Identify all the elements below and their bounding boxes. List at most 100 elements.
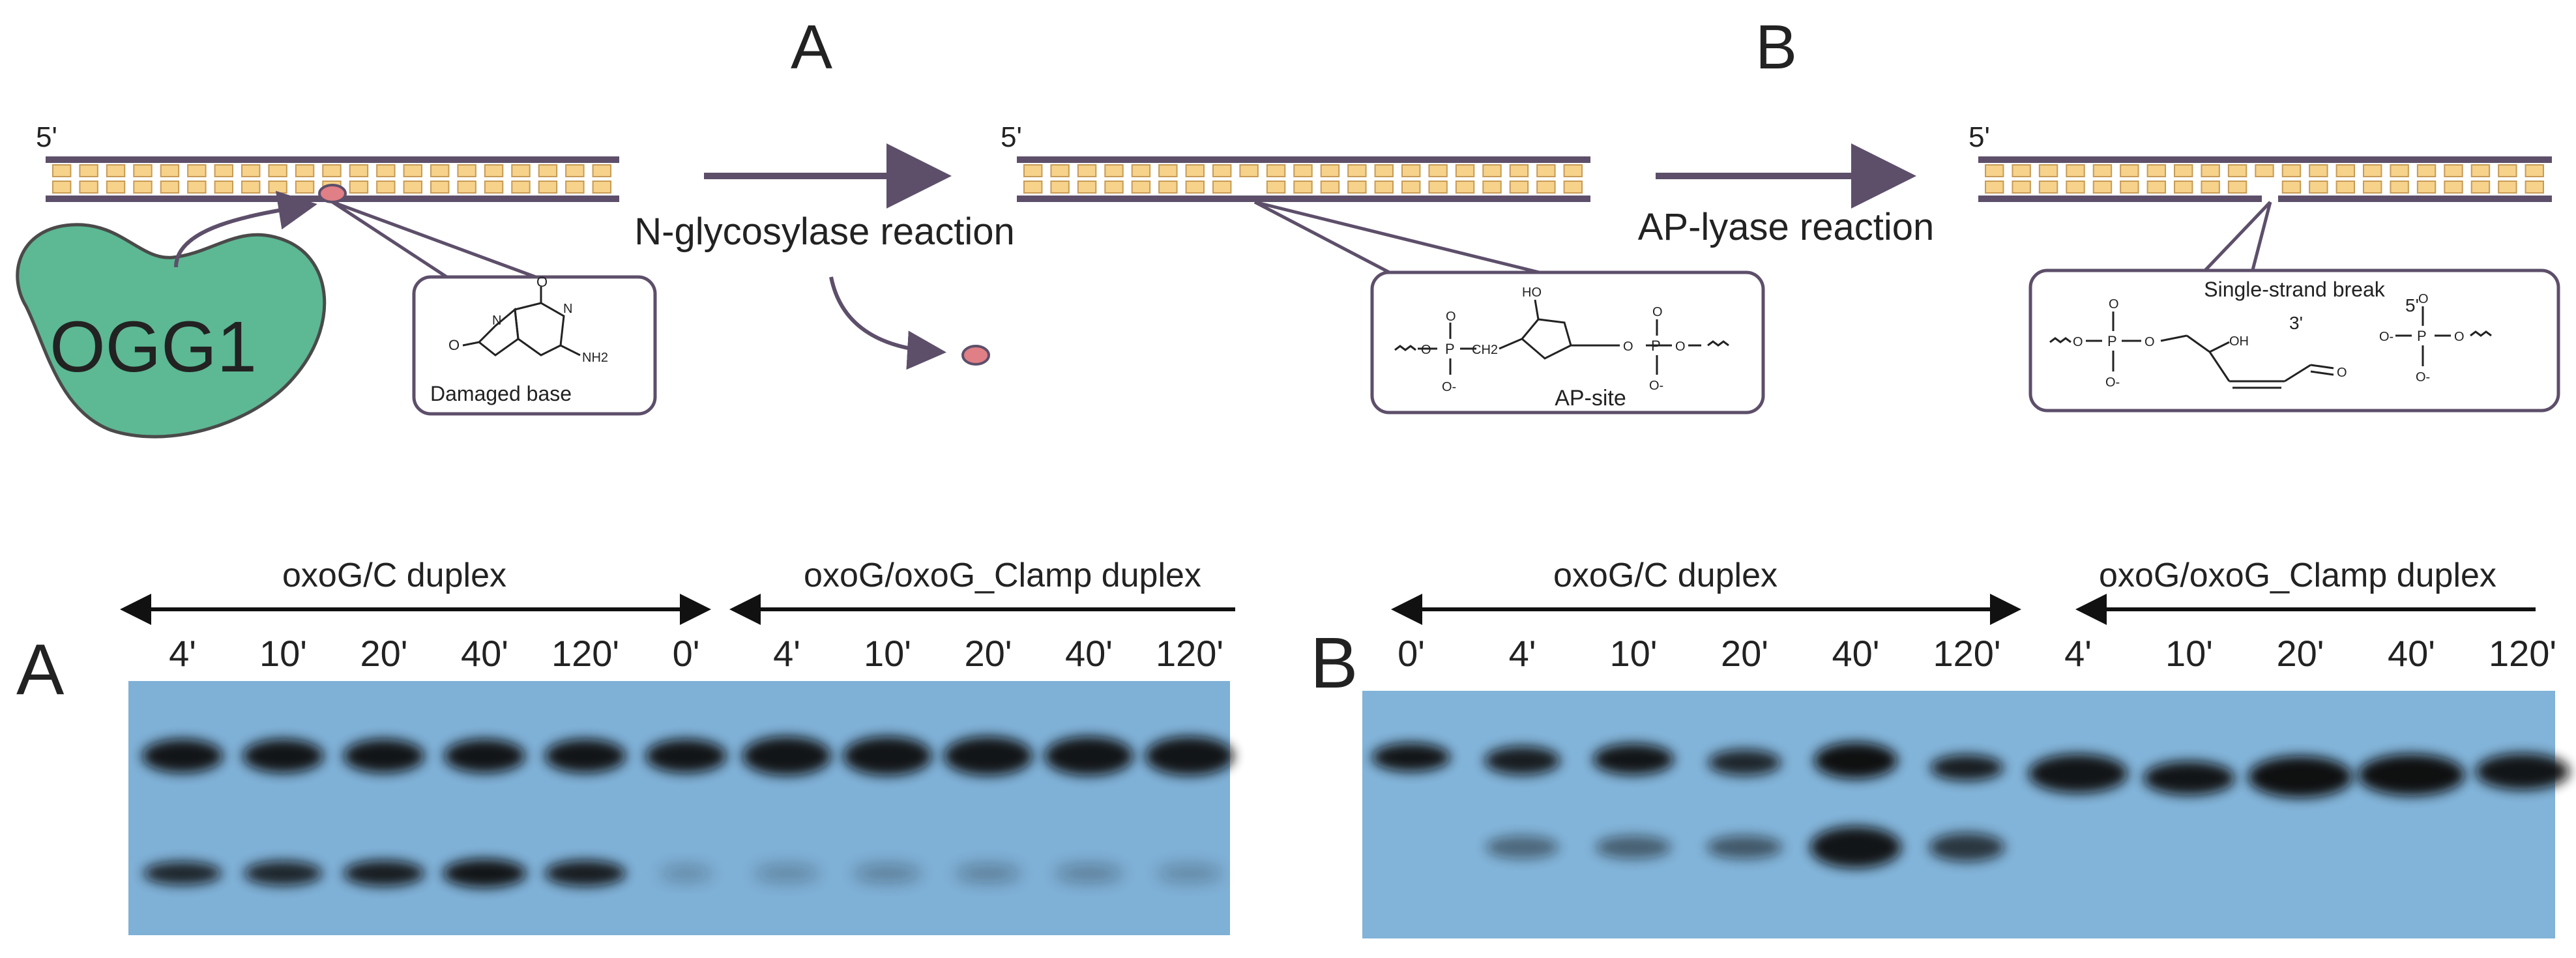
damaged-base-marker [318,184,347,203]
base-top [1482,164,1502,177]
base-bottom [2201,181,2220,194]
base-top [1212,164,1232,177]
base-bottom [457,181,476,194]
break-p-1: P [2107,333,2117,349]
gel-band-substrate [742,736,831,776]
base-top [2416,164,2437,177]
base-bottom [2416,181,2437,194]
base-top [1374,164,1394,177]
base-top [430,164,450,177]
lane-label: 120' [551,633,619,674]
base-bottom [1401,181,1421,194]
base-bottom [1482,181,1502,194]
ap-o-1: O [1421,343,1431,357]
break-ominus-1: O- [2105,375,2120,390]
lane-label: 40' [1832,633,1880,674]
base-bottom [1374,181,1394,194]
base-pairs-3 [1985,164,2545,194]
base-top [2038,164,2058,177]
base-top [1536,164,1556,177]
gel-band-substrate [1930,755,2004,781]
strand-break-callout: Single-strand break [2028,201,2560,413]
base-bottom [511,181,531,194]
base-bottom [268,181,287,194]
gel-b-bands [1372,742,2569,868]
break-ominus-2: O- [2379,330,2393,344]
base-bottom [52,181,72,194]
break-ominus-3: O- [2416,370,2430,385]
gel-band-substrate [1372,743,1450,772]
lane-label: 40' [1065,633,1113,674]
base-bottom [2444,181,2463,194]
base-bottom [214,181,234,194]
base-bottom [2038,181,2058,194]
ap-site-structure [1394,299,1729,375]
gel-band-substrate [2028,754,2128,793]
break-o-1: O [2073,335,2083,349]
gel-band-substrate [2358,754,2465,796]
base-bottom [160,181,180,194]
chem-nh2: NH2 [582,351,608,365]
base-top [1158,164,1178,177]
gel-b-group-right: oxoG/oxoG_Clamp duplex [2099,557,2496,594]
gel-band-substrate [1484,746,1560,775]
base-bottom [2390,181,2409,194]
base-top [592,164,611,177]
lane-label: 10' [1610,633,1658,674]
chem-nh-left: N [492,313,501,328]
gel-band-substrate [1145,736,1234,776]
gel-a-lane-labels: 4'10'20'40'120'0'4'10'20'40'120' [169,633,1223,674]
base-top [1455,164,1475,177]
base-top [241,164,261,177]
enzyme-binding-arrow [174,190,317,268]
base-top [2255,164,2274,177]
five-prime-label-1: 5' [36,121,57,153]
base-bottom [376,181,396,194]
gel-a-letter: A [16,630,65,710]
step-a-letter: A [791,12,832,82]
base-top [1320,164,1340,177]
base-top [106,164,126,177]
base-bottom [349,181,369,194]
lane-label: 120' [2489,633,2556,674]
reaction-scheme: A B 5' OGG1 O [16,12,2560,439]
break-o-2: O [2109,297,2119,312]
ap-o-2: O [1446,310,1456,324]
lane-label: 4' [169,633,196,674]
chem-n-ring: N [563,302,572,316]
base-top [511,164,531,177]
base-bottom [2470,181,2491,194]
base-top [79,164,98,177]
gel-band-substrate [2143,761,2235,795]
lane-label: 40' [461,633,508,674]
base-bottom [1293,181,1313,194]
ap-site-callout: O P O O- CH2 HO O P O O- O AP-site [1253,200,1765,414]
base-top [376,164,396,177]
base-top [1401,164,1421,177]
ap-ominus-1: O- [1442,380,1456,394]
lane-label: 120' [1156,633,1223,674]
lane-label: 20' [360,633,408,674]
gel-band-product [1596,835,1671,859]
gel-panel-b: B oxoG/C duplex oxoG/oxoG_Clamp duplex 0… [1310,557,2569,938]
gel-a-group-left: oxoG/C duplex [282,557,506,594]
base-top [2281,164,2302,177]
ap-ch2: CH2 [1472,343,1498,357]
ap-p-1: P [1445,341,1455,357]
base-bottom [295,181,315,194]
base-top [1985,164,2004,177]
lane-label: 0' [1398,633,1425,674]
gel-a-group-right: oxoG/oxoG_Clamp duplex [804,557,1201,594]
damaged-base-box [412,275,657,416]
gel-band-product [1486,835,1559,859]
base-top [2335,164,2356,177]
base-bottom [106,181,126,194]
gel-band-substrate [444,739,525,773]
lane-label: 10' [2165,633,2213,674]
base-top [2120,164,2139,177]
single-strand-break-label: Single-strand break [2204,278,2385,301]
base-pairs-2 [1023,164,1583,194]
base-bottom [538,181,558,194]
break-o-3: O [2144,335,2155,349]
